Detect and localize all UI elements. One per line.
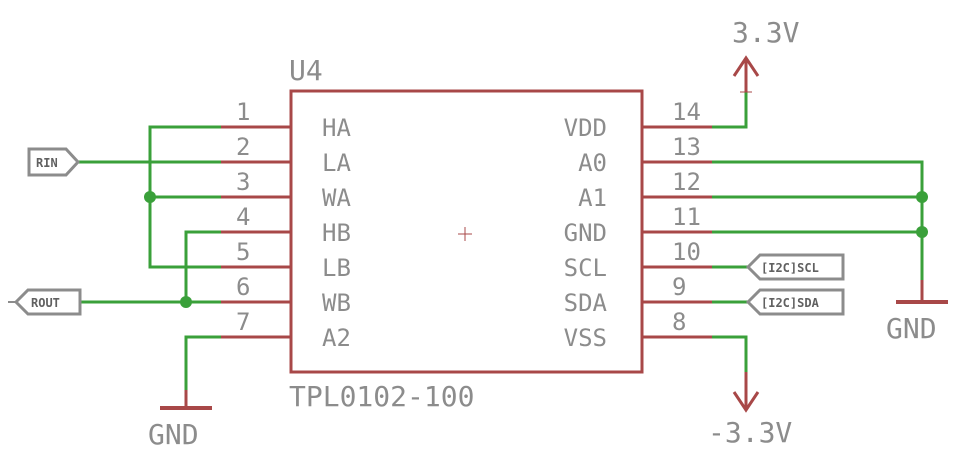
gnd-symbol-left[interactable]: GND — [148, 390, 212, 451]
pin-name: VSS — [564, 324, 607, 352]
pin-number: 8 — [672, 308, 686, 336]
gnd-label: GND — [886, 312, 937, 345]
component-ref: U4 — [289, 54, 323, 87]
net-label-rin[interactable]: RIN — [27, 147, 81, 177]
pin-number: 1 — [236, 98, 250, 126]
pin-name: SCL — [564, 254, 607, 282]
pin-name: HA — [322, 114, 351, 142]
pin-name: VDD — [564, 114, 607, 142]
net-label-text: ROUT — [31, 296, 60, 310]
pin-number: 9 — [672, 273, 686, 301]
net-label-rout[interactable]: ROUT — [8, 288, 82, 316]
pin-number: 7 — [236, 308, 250, 336]
origin-marker — [458, 227, 472, 241]
junction-dot — [144, 191, 156, 203]
pin-name: A0 — [578, 149, 607, 177]
wire-a0-gnd[interactable] — [712, 160, 924, 302]
net-label-text: [I2C]SCL — [761, 261, 819, 275]
vss-label: -3.3V — [708, 416, 792, 449]
pin-name: LB — [322, 254, 351, 282]
vdd-label: 3.3V — [732, 16, 800, 49]
left-wires — [78, 125, 221, 408]
junction-dot — [916, 191, 928, 203]
vdd-supply-symbol[interactable]: 3.3V — [732, 16, 800, 93]
gnd-label: GND — [148, 418, 199, 451]
pin-number: 5 — [236, 238, 250, 266]
pin-number: 12 — [672, 168, 701, 196]
net-label-sda[interactable]: [I2C]SDA — [745, 288, 845, 316]
net-label-text: RIN — [36, 156, 58, 170]
component-part: TPL0102-100 — [289, 380, 474, 413]
pin-number: 3 — [236, 168, 250, 196]
pin-number: 10 — [672, 238, 701, 266]
pin-number: 13 — [672, 133, 701, 161]
pin-number: 14 — [672, 98, 701, 126]
pin-name: LA — [322, 149, 351, 177]
pin-name: SDA — [564, 289, 608, 317]
pin-name: A1 — [578, 184, 607, 212]
junction-dot — [180, 296, 192, 308]
pin-number: 2 — [236, 133, 250, 161]
pin-number: 11 — [672, 203, 701, 231]
pin-name: GND — [564, 219, 607, 247]
left-pins: 1 2 3 4 5 6 7 HA LA WA HB LB WB A2 — [221, 98, 351, 352]
net-label-text: [I2C]SDA — [761, 296, 820, 310]
wire-hb-wb[interactable] — [184, 230, 221, 302]
pin-number: 4 — [236, 203, 250, 231]
wire-vss[interactable] — [712, 335, 748, 372]
pin-name: WA — [322, 184, 351, 212]
wire-vdd[interactable] — [712, 92, 748, 129]
vss-supply-symbol[interactable]: -3.3V — [708, 372, 792, 449]
pin-name: HB — [322, 219, 351, 247]
pin-name: A2 — [322, 324, 351, 352]
junction-dot — [916, 226, 928, 238]
wire-a2-gnd[interactable] — [184, 335, 221, 408]
pin-number: 6 — [236, 273, 250, 301]
right-wires — [712, 92, 928, 372]
pin-name: WB — [322, 289, 351, 317]
right-pins: 14 13 12 11 10 9 8 VDD A0 A1 GND SCL SDA… — [564, 98, 712, 352]
net-label-scl[interactable]: [I2C]SCL — [745, 253, 845, 281]
gnd-symbol-right[interactable]: GND — [886, 280, 948, 345]
